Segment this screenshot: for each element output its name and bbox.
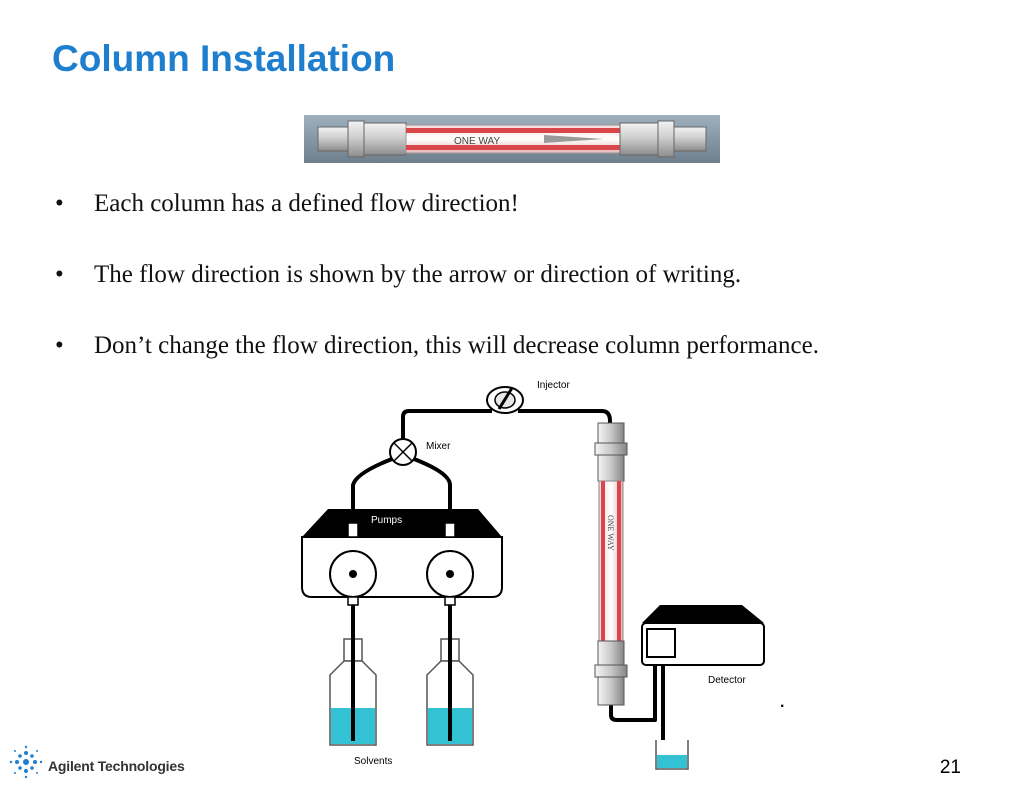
injector-valve [486,386,524,414]
bullet-text: Don’t change the flow direction, this wi… [94,332,819,359]
agilent-spark-icon [9,745,43,779]
bullet-icon: • [55,332,64,359]
detector-label: Detector [708,675,746,686]
bullet-list: • Each column has a defined flow directio… [55,189,819,402]
brand-name: Agilent Technologies [48,758,185,774]
bullet-icon: • [55,261,64,288]
stray-mark: . [780,694,784,711]
detector [641,605,765,666]
mixer [389,438,417,466]
mixer-label: Mixer [426,441,451,452]
bullet-item: • Each column has a defined flow directio… [55,189,819,260]
solvents-label: Solvents [354,756,392,767]
page-number: 21 [939,757,961,778]
bullet-icon: • [55,190,64,217]
column-image: ONE WAY [304,115,720,163]
bullet-item: • Don’t change the flow direction, this w… [55,331,819,402]
column-label: ONE WAY [454,136,500,147]
solvent-bottle [426,637,474,746]
column-vertical: ONE WAY [594,422,628,706]
solvent-bottle [329,637,377,746]
waste-beaker [655,740,689,770]
slide-title: Column Installation [52,38,396,79]
injector-label: Injector [537,380,570,391]
bullet-item: • The flow direction is shown by the arro… [55,260,819,331]
bullet-text: The flow direction is shown by the arrow… [94,261,742,288]
pumps-label: Pumps [371,515,402,526]
hplc-flow-diagram: Injector Mixer Pumps [301,380,784,770]
column-vertical-label: ONE WAY [606,515,615,551]
bullet-text: Each column has a defined flow direction… [94,190,519,217]
pumps-unit [301,509,503,606]
